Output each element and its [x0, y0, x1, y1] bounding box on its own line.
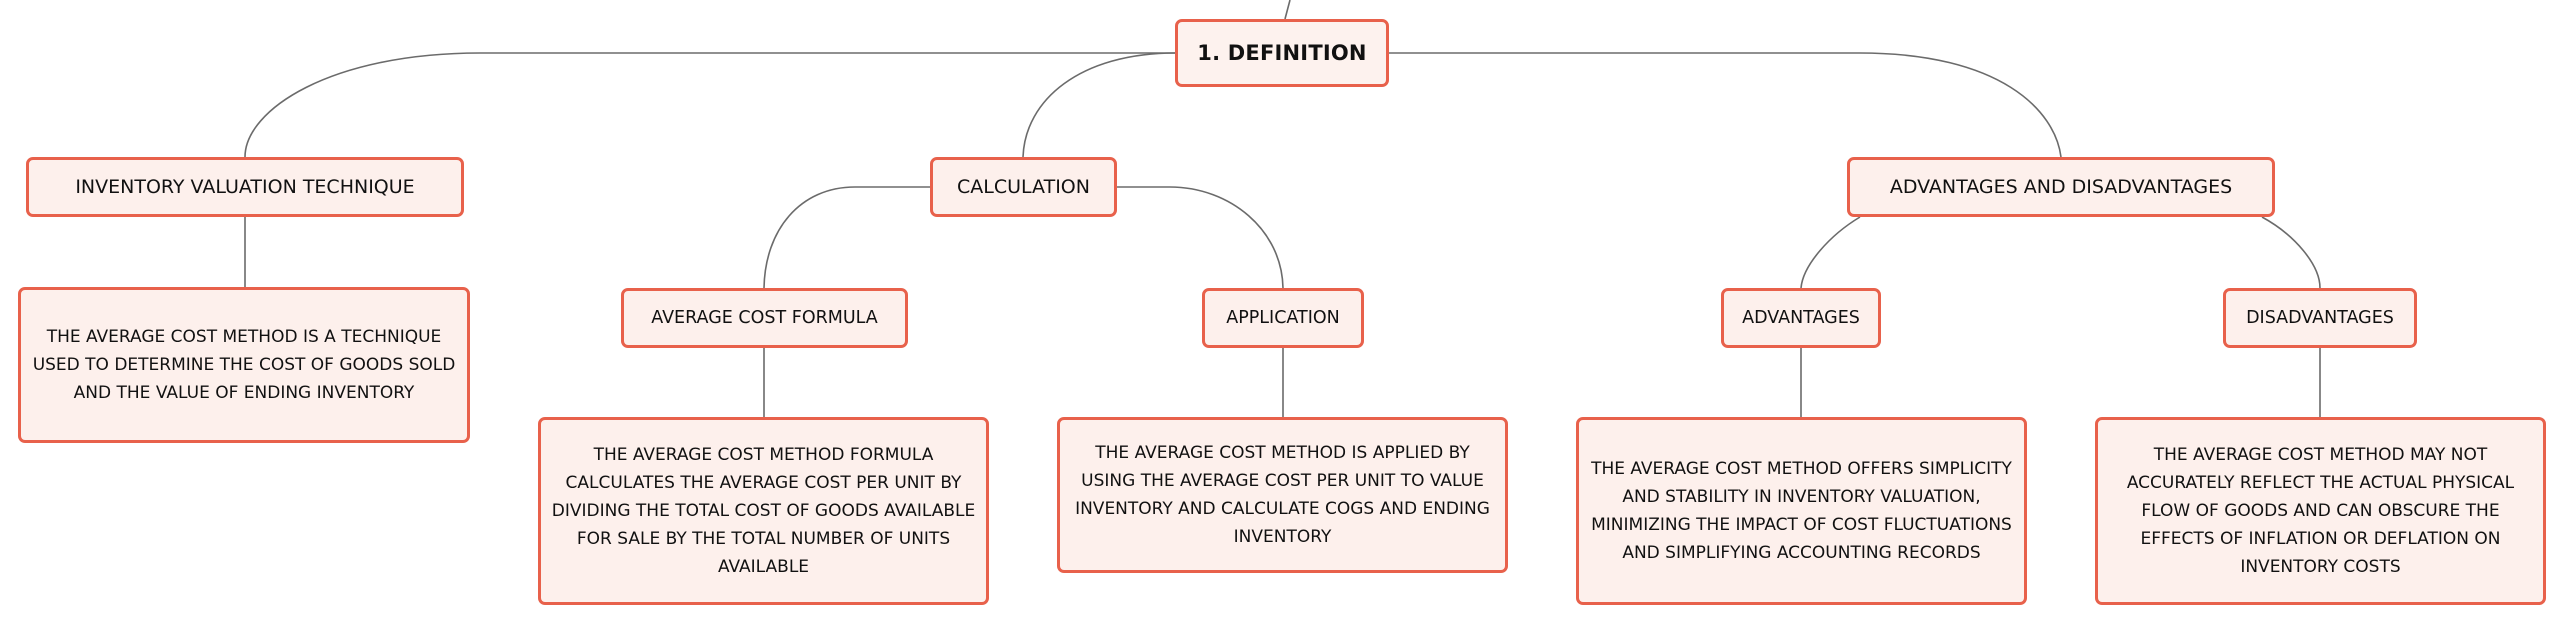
- node-label: CALCULATION: [957, 176, 1090, 198]
- node-label: AVERAGE COST FORMULA: [651, 308, 878, 328]
- detail-text: THE AVERAGE COST METHOD OFFERS SIMPLICIT…: [1591, 459, 2012, 563]
- connector-root-parent: [1284, 0, 1291, 20]
- node-label: APPLICATION: [1226, 308, 1340, 328]
- node-disadvantages[interactable]: DISADVANTAGES: [2223, 288, 2417, 348]
- node-application[interactable]: APPLICATION: [1202, 288, 1364, 348]
- connector-branch-advantages: [1800, 216, 1861, 289]
- node-calculation[interactable]: CALCULATION: [930, 157, 1117, 217]
- detail-text: THE AVERAGE COST METHOD MAY NOT ACCURATE…: [2126, 445, 2515, 577]
- connector-root-advantages-disadvantages: [1389, 52, 2062, 158]
- node-label: DISADVANTAGES: [2246, 308, 2394, 328]
- detail-text: THE AVERAGE COST METHOD IS A TECHNIQUE U…: [32, 327, 456, 403]
- connector-root-calculation: [1022, 52, 1176, 158]
- detail-node-advantages[interactable]: THE AVERAGE COST METHOD OFFERS SIMPLICIT…: [1576, 417, 2027, 605]
- detail-node-average-cost-formula[interactable]: THE AVERAGE COST METHOD FORMULA CALCULAT…: [538, 417, 989, 605]
- node-label: ADVANTAGES: [1742, 308, 1860, 328]
- connector-branch-disadvantages: [2261, 216, 2321, 289]
- detail-text: THE AVERAGE COST METHOD IS APPLIED BY US…: [1075, 443, 1490, 547]
- node-inventory-valuation-technique[interactable]: INVENTORY VALUATION TECHNIQUE: [26, 157, 464, 217]
- root-node-label: 1. DEFINITION: [1197, 41, 1367, 65]
- detail-node-disadvantages[interactable]: THE AVERAGE COST METHOD MAY NOT ACCURATE…: [2095, 417, 2546, 605]
- detail-node-application[interactable]: THE AVERAGE COST METHOD IS APPLIED BY US…: [1057, 417, 1508, 573]
- connector-calculation-formula: [763, 186, 930, 289]
- detail-node-inventory-valuation[interactable]: THE AVERAGE COST METHOD IS A TECHNIQUE U…: [18, 287, 470, 443]
- connector-root-inventory: [244, 52, 1175, 158]
- node-average-cost-formula[interactable]: AVERAGE COST FORMULA: [621, 288, 908, 348]
- node-label: ADVANTAGES AND DISADVANTAGES: [1889, 176, 2233, 198]
- node-advantages-and-disadvantages[interactable]: ADVANTAGES AND DISADVANTAGES: [1847, 157, 2275, 217]
- connector-calculation-application: [1117, 186, 1284, 289]
- detail-text: THE AVERAGE COST METHOD FORMULA CALCULAT…: [551, 445, 976, 577]
- node-advantages[interactable]: ADVANTAGES: [1721, 288, 1881, 348]
- root-node-definition[interactable]: 1. DEFINITION: [1175, 19, 1389, 87]
- node-label: INVENTORY VALUATION TECHNIQUE: [75, 176, 415, 198]
